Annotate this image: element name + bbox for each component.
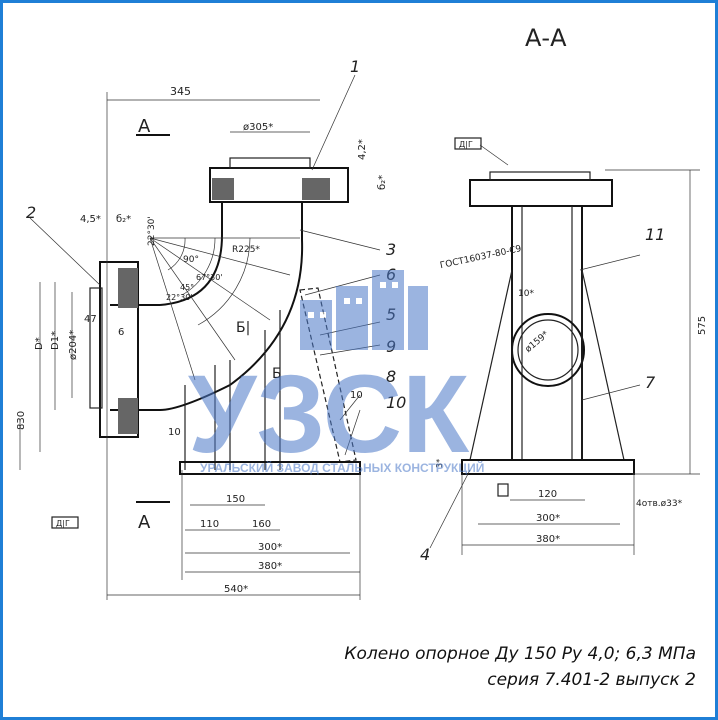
label-b-section: Б|	[236, 320, 250, 336]
watermark-subtitle: УРАЛЬСКИЙ ЗАВОД СТАЛЬНЫХ КОНСТРУКЦИЙ	[200, 460, 484, 475]
weld-10-right: 10	[350, 390, 363, 401]
flange-hatch-left	[212, 178, 234, 200]
dim-b2-left: б₂*	[116, 214, 131, 225]
dim-47: 47	[84, 314, 97, 325]
callout-2: 2	[26, 203, 36, 222]
watermark-letters: УЗСК	[188, 353, 470, 476]
caption-series: серия 7.401-2 выпуск 2	[487, 670, 696, 690]
weld-box	[497, 483, 509, 497]
right-pipe-dia: ø159*	[524, 329, 552, 354]
gost-label: ГОСТ16037-80-С9	[439, 244, 522, 271]
base-plate	[179, 461, 361, 475]
right-dim-3: 3*	[435, 459, 444, 468]
dim-bot-540: 540*	[224, 584, 248, 595]
dim-bot-160: 160	[252, 519, 271, 530]
caption-title: Колено опорное Ду 150 Ру 4,0; 6,3 МПа	[344, 644, 696, 664]
dim-angle-22: 22°30'	[166, 293, 193, 302]
ref-box-left	[51, 516, 79, 529]
dim-bot-110: 110	[200, 519, 219, 530]
right-bot-120: 120	[538, 489, 557, 500]
left-view	[19, 74, 381, 600]
weld-10-left: 10	[168, 427, 181, 438]
left-flange	[99, 261, 139, 438]
ref-box-right-text: Д|Г	[459, 140, 473, 149]
dim-radius: R225*	[232, 245, 260, 255]
right-height-575: 575	[697, 316, 708, 335]
bend-inner	[159, 234, 223, 306]
ref-box-right	[454, 137, 482, 150]
dim-flange-dia: ø305*	[243, 122, 273, 133]
pipe-circle-outer	[511, 313, 585, 387]
callout-10-a: 10	[386, 393, 406, 412]
pipe-circle-inner	[517, 319, 579, 381]
diagonal-rib	[299, 287, 357, 463]
right-top-flange	[469, 179, 613, 207]
right-view	[429, 137, 700, 555]
callout-11: 11	[645, 225, 665, 244]
callout-4: 4	[420, 545, 430, 564]
dim-4-5: 4,5*	[80, 214, 101, 225]
dim-angle-90: 90°	[183, 255, 199, 265]
dim-6: 6	[118, 327, 124, 338]
right-dim-10: 10*	[518, 289, 534, 299]
section-title: А-А	[525, 24, 567, 52]
dim-h2: б₂*	[377, 175, 388, 190]
dim-height-830: 830	[16, 411, 27, 430]
side-gusset-right	[581, 269, 625, 461]
dim-h1: 4,2*	[357, 139, 368, 160]
dim-top-width: 345	[170, 85, 191, 98]
cut-marker-bottom: А	[138, 512, 151, 533]
ref-box-left-text: Д|Г	[56, 519, 70, 528]
right-bot-380: 380*	[536, 534, 560, 545]
dim-bot-300: 300*	[258, 542, 282, 553]
callout-7: 7	[645, 373, 656, 392]
dim-bot-150: 150	[226, 494, 245, 505]
dim-bot-380: 380*	[258, 561, 282, 572]
label-b: Б	[272, 366, 282, 382]
side-gusset-left	[469, 269, 513, 461]
callout-3: 3	[386, 240, 396, 259]
callout-8: 8	[386, 367, 396, 386]
right-base-plate	[461, 459, 635, 475]
cut-marker-top: А	[138, 116, 151, 137]
bend-outer	[159, 239, 304, 411]
dim-angle-label: 22°30'	[147, 216, 157, 246]
dim-d1: D1*	[50, 331, 61, 350]
dim-pipe-dia-left: ø204*	[68, 330, 79, 360]
dim-angle-67: 67°30'	[196, 273, 223, 282]
right-bot-300: 300*	[536, 513, 560, 524]
dim-d: D*	[34, 337, 45, 350]
right-holes: 4отв.ø33*	[636, 499, 683, 509]
top-flange-raised	[229, 157, 311, 169]
watermark: УЗСК УРАЛЬСКИЙ ЗАВОД СТАЛЬНЫХ КОНСТРУКЦИ…	[188, 270, 484, 476]
callout-1: 1	[350, 57, 360, 76]
flange-hatch-right	[302, 178, 330, 200]
dim-angle-45: 45°	[180, 283, 194, 292]
